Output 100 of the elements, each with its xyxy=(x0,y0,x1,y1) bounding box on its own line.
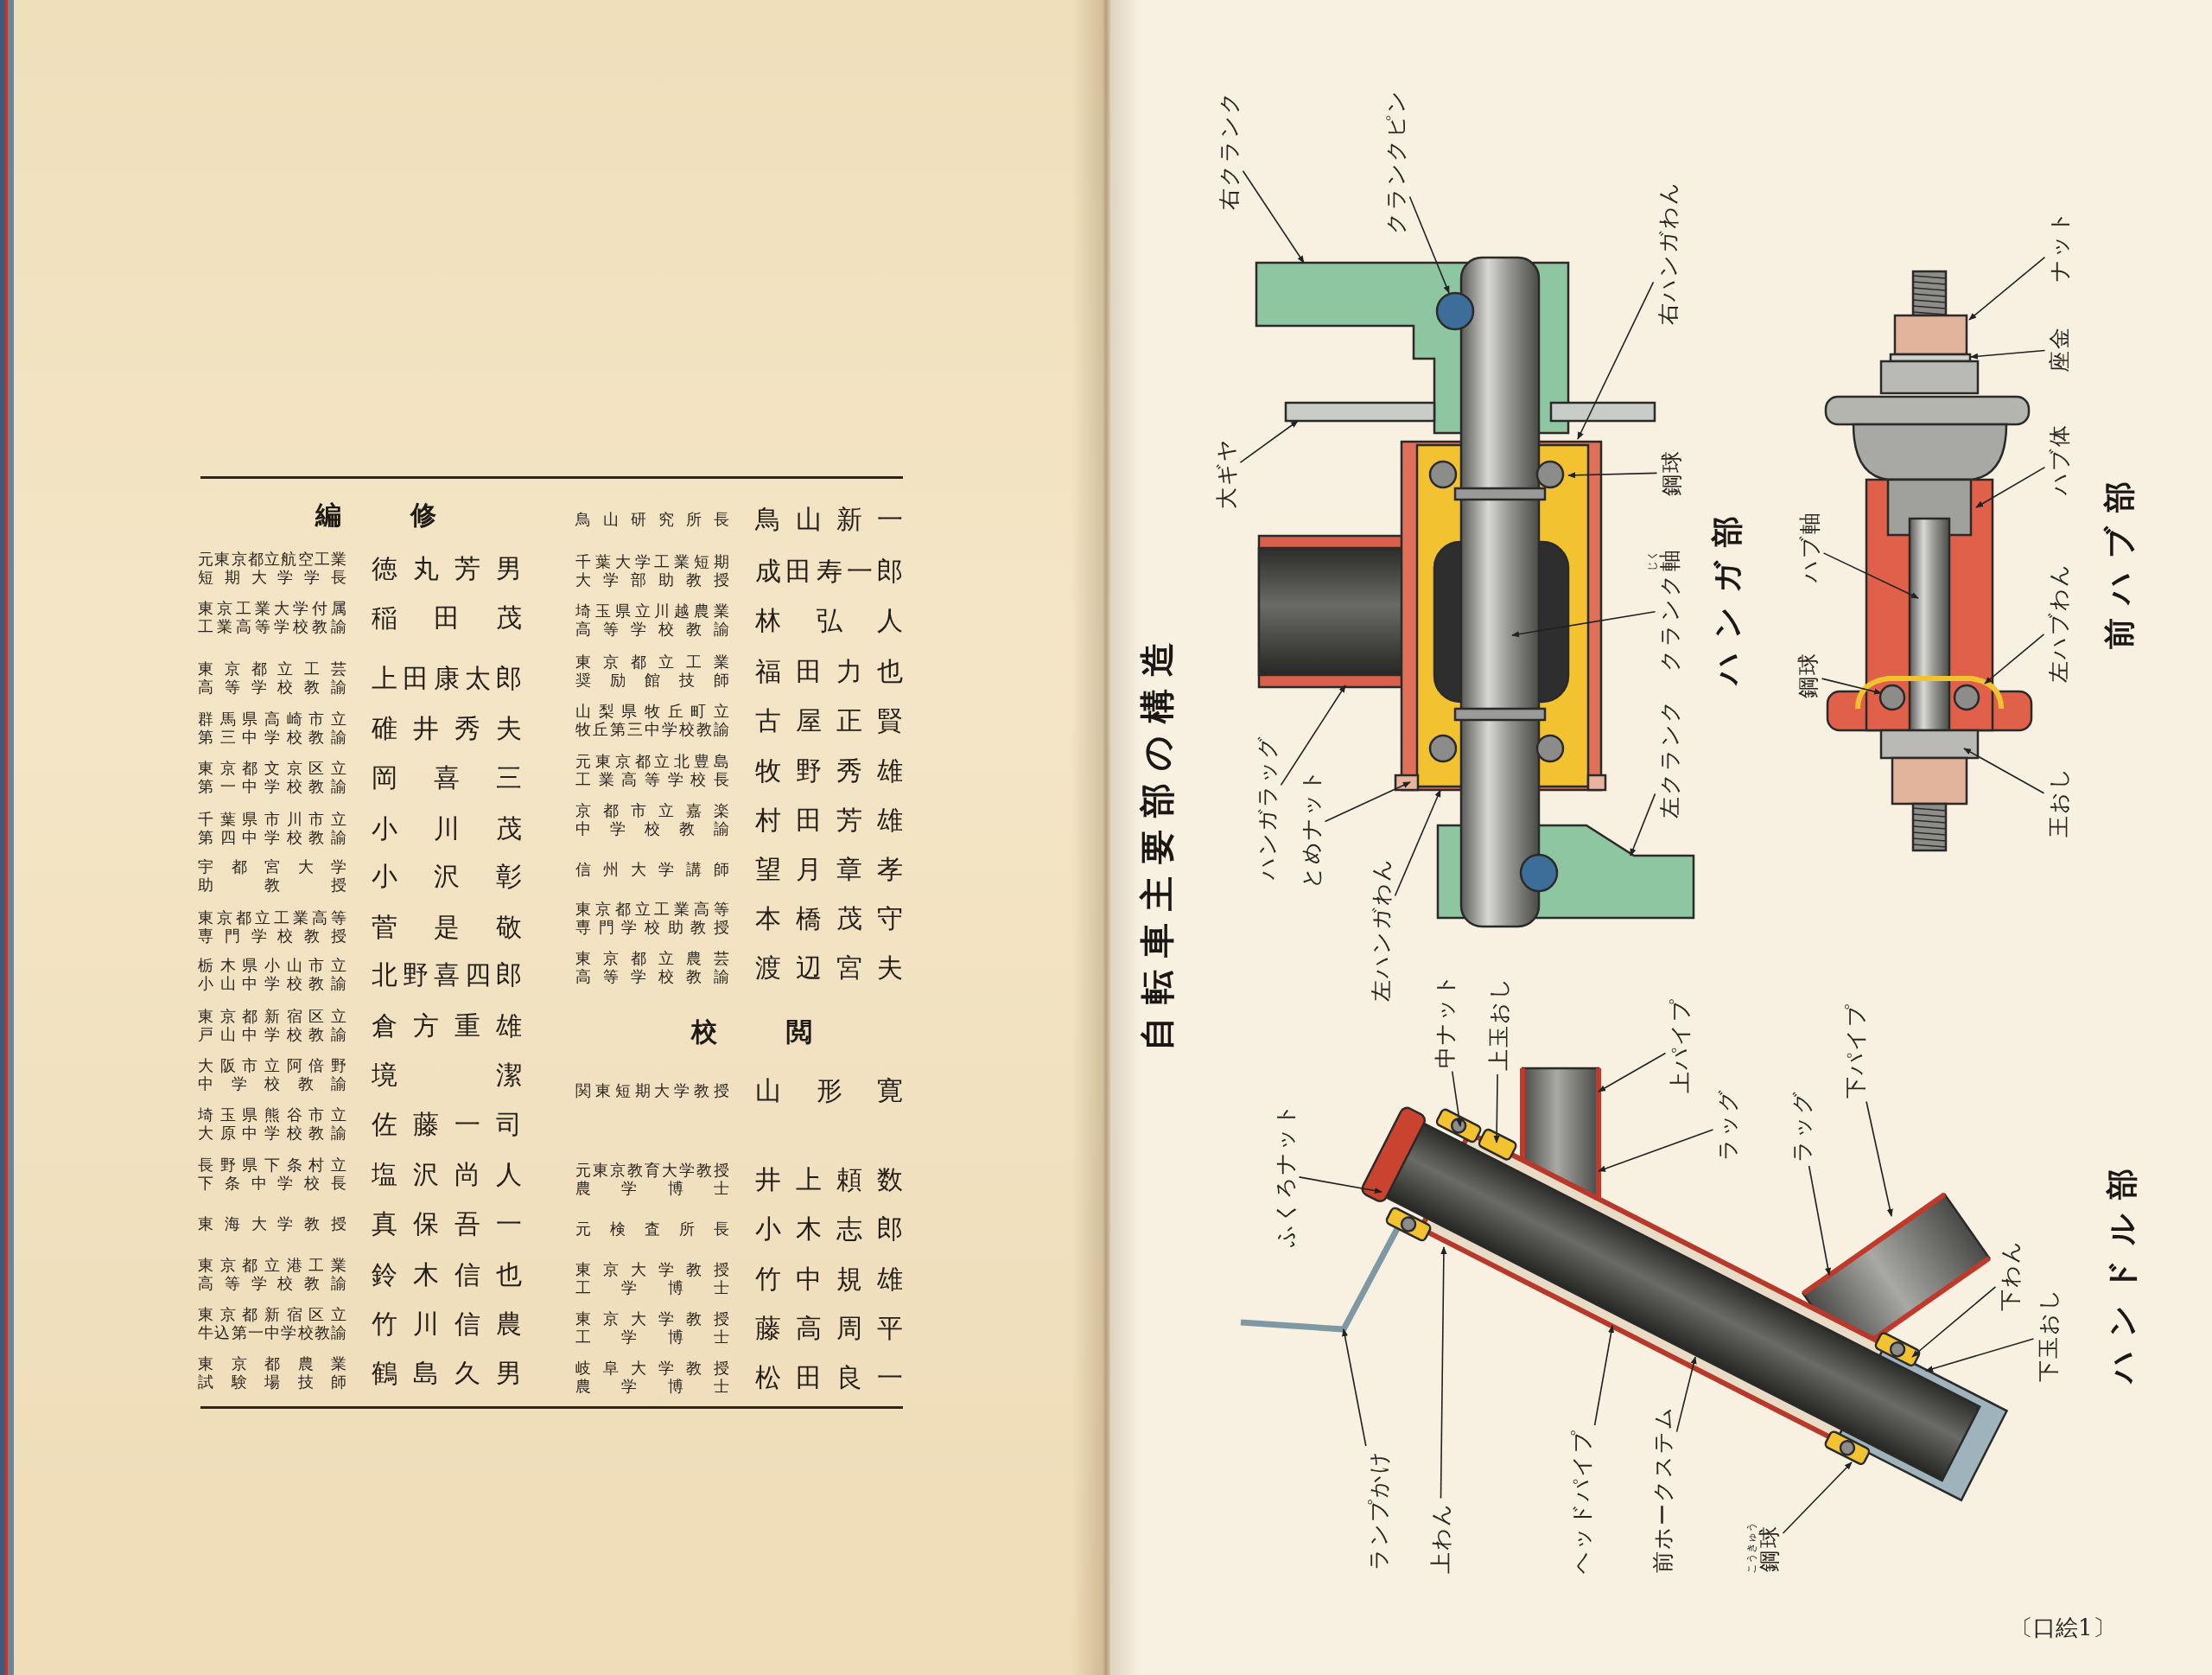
person-name: 稲田茂 xyxy=(372,605,522,631)
section-heading: ハンドル部 xyxy=(2107,1155,2138,1383)
person-name: 村田芳雄 xyxy=(755,807,903,833)
part-label: 下パイプ xyxy=(1844,1002,1866,1099)
leader-line xyxy=(1968,256,2046,321)
page-number: 〔口絵1〕 xyxy=(2011,1616,2115,1639)
part-label: 左クランク xyxy=(1658,697,1681,818)
leader-line xyxy=(1440,1246,1447,1500)
person-name: 真保吾一 xyxy=(372,1211,522,1237)
section-heading: 編修 xyxy=(315,502,436,528)
person-name: 藤高周平 xyxy=(755,1315,903,1341)
leader-line xyxy=(1451,1070,1463,1127)
leader-line xyxy=(1911,1286,1997,1358)
leader-line xyxy=(1598,1129,1714,1172)
person-name: 竹川信農 xyxy=(372,1311,522,1337)
leader-line xyxy=(1567,472,1658,479)
leader-line xyxy=(1342,1328,1367,1447)
furigana-text: こうきゅう xyxy=(1745,1522,1757,1574)
part-label: 鋼球 xyxy=(1660,449,1682,496)
part-label: 中ナット xyxy=(1433,971,1456,1068)
part-label: ラッグ xyxy=(1716,1088,1738,1161)
person-name: 佐藤一司 xyxy=(372,1111,522,1137)
affiliation-text: 東京大学教授工学博士 xyxy=(575,1310,729,1347)
affiliation-text: 東京都文京区立第一中学校教諭 xyxy=(198,760,346,796)
leader-line xyxy=(1984,634,2045,685)
person-name: 牧野秀雄 xyxy=(755,758,903,784)
person-name: 鳥山新一 xyxy=(755,506,903,532)
affiliation-text: 大阪市立阿倍野中学校教諭 xyxy=(198,1057,346,1093)
part-label: ランプかけ xyxy=(1367,1449,1389,1570)
affiliation-text: 東海大学教授 xyxy=(198,1214,346,1233)
person-name: 菅是敬 xyxy=(372,914,522,940)
leader-line xyxy=(1782,1462,1853,1534)
leader-line xyxy=(1493,1073,1500,1143)
leader-line xyxy=(1239,420,1299,463)
leader-line xyxy=(1925,1338,2035,1372)
affiliation-text: 関東短期大学教授 xyxy=(575,1081,729,1100)
leader-line xyxy=(1822,552,1919,599)
leader-line xyxy=(1511,610,1656,638)
leader-line xyxy=(1298,1176,1382,1194)
person-name: 望月章孝 xyxy=(755,857,903,882)
person-name: 福田力也 xyxy=(755,659,903,685)
person-name: 渡辺宮夫 xyxy=(755,955,903,981)
leader-line xyxy=(1598,1052,1667,1092)
leader-line xyxy=(1324,781,1411,823)
affiliation-text: 埼玉県立川越農業高等学校教諭 xyxy=(575,602,729,639)
affiliation-text: 東京都立工業高等専門学校助教授 xyxy=(575,901,729,937)
affiliation-text: 岐阜大学教授農学博士 xyxy=(575,1360,729,1396)
affiliation-text: 信州大学講師 xyxy=(575,860,729,879)
leader-line xyxy=(1408,195,1450,294)
part-label: クランク軸 xyxy=(1658,547,1681,672)
part-label: 前ホークステム xyxy=(1651,1405,1674,1573)
part-label: 右ハンガわん xyxy=(1656,180,1679,325)
person-name: 松田良一 xyxy=(755,1365,903,1391)
part-label: ハンガラッグ xyxy=(1255,735,1278,880)
person-name: 竹中規雄 xyxy=(755,1266,903,1292)
person-name: 境潔 xyxy=(372,1062,522,1088)
affiliation-text: 東京都立港工業高等学校教諭 xyxy=(198,1257,346,1293)
leader-line xyxy=(1963,748,2045,794)
affiliation-text: 長野県下条村立下条中学校長 xyxy=(198,1156,346,1193)
part-label: ふくろナット xyxy=(1274,1102,1296,1247)
part-label: 上パイプ xyxy=(1669,997,1691,1093)
part-label: 大ギヤ xyxy=(1215,436,1237,509)
section-heading: 前ハブ部 xyxy=(2104,468,2135,649)
part-label: ナット xyxy=(2048,209,2070,282)
part-label: 上わん xyxy=(1429,1501,1452,1574)
person-name: 林弘人 xyxy=(755,608,903,634)
affiliation-text: 鳥山研究所長 xyxy=(575,510,729,529)
affiliation-text: 宇都宮大学助教授 xyxy=(198,858,346,895)
part-label: ヘッドパイプ xyxy=(1570,1429,1592,1574)
affiliation-text: 東京工業大学付属工業高等学校教諭 xyxy=(198,600,346,636)
leader-line xyxy=(1593,1325,1615,1426)
leader-line xyxy=(1675,1356,1697,1433)
affiliation-text: 東京都立工業高等専門学校教授 xyxy=(198,909,346,946)
affiliation-text: 東京都立農芸高等学校教諭 xyxy=(575,950,729,986)
part-label: 王おし xyxy=(2047,765,2069,838)
affiliation-text: 元検査所長 xyxy=(575,1220,729,1239)
affiliation-text: 東京都立工業奨励館技師 xyxy=(575,653,729,690)
affiliation-text: 埼玉県熊谷市立大原中学校教諭 xyxy=(198,1106,346,1143)
person-name: 上田康太郎 xyxy=(372,666,522,691)
leader-line xyxy=(1630,793,1656,857)
affiliation-text: 東京都立工芸高等学校教諭 xyxy=(198,660,346,697)
affiliation-text: 東京大学教授工学博士 xyxy=(575,1261,729,1297)
person-name: 鶴島久男 xyxy=(372,1360,522,1386)
part-label: 右クランク xyxy=(1217,89,1240,210)
person-name: 北野喜四郎 xyxy=(372,962,522,988)
section-heading: 校閲 xyxy=(691,1019,812,1045)
affiliation-text: 山梨県牧丘町立牧丘第三中学校教諭 xyxy=(575,703,729,739)
affiliation-text: 元東京教育大学教授農学博士 xyxy=(575,1162,729,1198)
affiliation-text: 東京都農業試験場技師 xyxy=(198,1355,346,1392)
leader-line xyxy=(1394,789,1441,897)
person-name: 碓井秀夫 xyxy=(372,716,522,742)
affiliation-text: 群馬県高崎市立第三中学校教諭 xyxy=(198,710,346,747)
leader-line xyxy=(1242,170,1305,264)
affiliation-text: 元東京都立航空工業短期大学学長 xyxy=(198,551,346,587)
part-label: 座金 xyxy=(2048,326,2070,373)
part-label: ハブ体 xyxy=(2048,423,2070,495)
part-label: クランクピン xyxy=(1384,89,1407,234)
leader-line xyxy=(1975,466,2046,508)
person-name: 岡喜三 xyxy=(372,765,522,791)
page-title: 自転車主要部の構造 xyxy=(1140,629,1174,1051)
